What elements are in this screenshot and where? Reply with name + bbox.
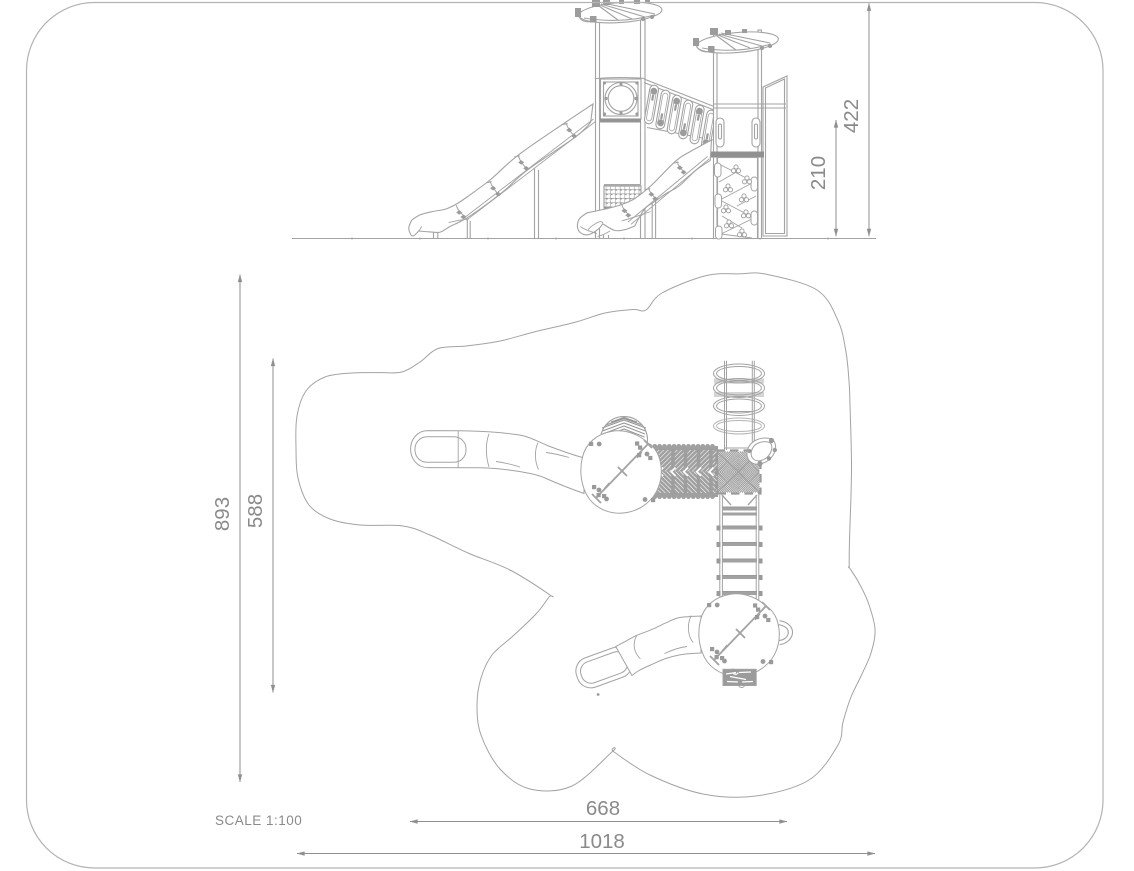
svg-text:588: 588 bbox=[244, 494, 267, 528]
svg-text:893: 893 bbox=[211, 497, 234, 531]
svg-text:422: 422 bbox=[840, 99, 863, 133]
svg-text:SCALE 1:100: SCALE 1:100 bbox=[215, 813, 302, 828]
svg-text:1018: 1018 bbox=[579, 830, 625, 853]
svg-text:210: 210 bbox=[807, 156, 830, 190]
svg-text:668: 668 bbox=[586, 797, 620, 820]
